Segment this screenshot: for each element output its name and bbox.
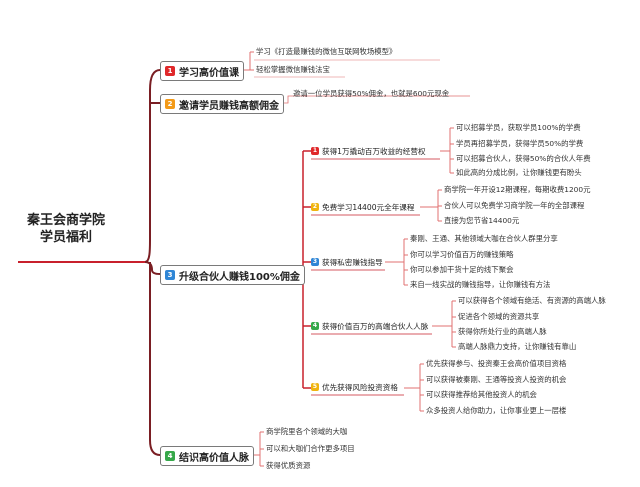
leaf-item: 你可以参加干货十足的线下聚会 <box>410 265 514 274</box>
number-badge-icon: 1 <box>165 66 175 76</box>
leaf-item: 可以获得推荐给其他投资人的机会 <box>426 390 537 399</box>
leaf-item: 优先获得参与、投资秦王会高价值项目资格 <box>426 359 567 368</box>
branch-label: 邀请学员赚钱高额佣金 <box>179 100 279 112</box>
branch-connector <box>144 69 161 263</box>
leaf-item: 可以招募合伙人，获得50%的合伙人年费 <box>456 154 591 163</box>
leaf-item: 获得优质资源 <box>266 461 311 470</box>
leaf-item: 合伙人可以免费学习商学院一年的全部课程 <box>444 201 585 210</box>
number-badge-icon: 2 <box>311 203 319 211</box>
sub-label: 免费学习14400元全年课程 <box>322 202 415 212</box>
number-badge-icon: 1 <box>311 147 319 155</box>
branch-label: 结识高价值人脉 <box>179 452 249 464</box>
branch-node-1: 1 学习高价值课 <box>160 61 244 81</box>
number-badge-icon: 3 <box>165 270 175 280</box>
leaf-item: 获得你所处行业的高端人脉 <box>458 327 547 336</box>
leaf-item: 商学院一年开设12期课程，每期收费1200元 <box>444 185 591 194</box>
leaf-item: 来自一线实战的赚钱指导，让你赚钱有方法 <box>410 280 551 289</box>
leaf-item: 可以招募学员，获取学员100%的学费 <box>456 123 581 132</box>
leaf-item: 促进各个领域的资源共享 <box>458 312 540 321</box>
number-badge-icon: 4 <box>311 322 319 330</box>
leaf-item: 商学院里各个领域的大咖 <box>266 427 348 436</box>
sub-label: 获得1万撬动百万收益的经营权 <box>322 146 426 156</box>
leaf-item: 直接为您节省14400元 <box>444 216 520 225</box>
sub-node-2: 2 免费学习14400元全年课程 <box>311 200 415 214</box>
sub-node-1: 1 获得1万撬动百万收益的经营权 <box>311 144 426 158</box>
leaf-item: 如此高的分成比例，让你赚钱更有盼头 <box>456 168 582 177</box>
branch-connector <box>149 262 161 456</box>
number-badge-icon: 4 <box>165 451 175 461</box>
leaf-item: 你可以学习价值百万的赚钱策略 <box>410 250 514 259</box>
root-title: 秦王会商学院 <box>26 213 105 228</box>
leaf-item: 学员再招募学员，获得学员50%的学费 <box>456 139 584 148</box>
branch-node-2: 2 邀请学员赚钱高额佣金 <box>160 94 284 114</box>
sub-label: 获得价值百万的高端合伙人人脉 <box>322 321 429 331</box>
leaf-item: 学习《打造最赚钱的微信互联网牧场模型》 <box>256 47 397 56</box>
leaf-item: 邀请一位学员获得50%佣金，也就是600元现金 <box>293 89 450 98</box>
leaf-item: 可以获得被秦刚、王通等投资人投资的机会 <box>426 375 567 384</box>
root-subtitle: 学员福利 <box>39 230 92 245</box>
branch-node-3: 3 升级合伙人赚钱100%佣金 <box>160 265 305 285</box>
sub-node-3: 3 获得私密赚钱指导 <box>311 255 383 269</box>
sub-label: 优先获得风险投资资格 <box>322 382 398 392</box>
leaf-item: 可以和大咖们合作更多项目 <box>266 444 355 453</box>
sub-node-5: 5 优先获得风险投资资格 <box>311 380 398 394</box>
leaf-item: 众多投资人给你助力，让你事业更上一层楼 <box>426 406 567 415</box>
number-badge-icon: 5 <box>311 383 319 391</box>
sub-node-4: 4 获得价值百万的高端合伙人人脉 <box>311 319 428 333</box>
branch-label: 学习高价值课 <box>179 67 239 79</box>
branch-node-4: 4 结识高价值人脉 <box>160 446 254 466</box>
number-badge-icon: 2 <box>165 99 175 109</box>
leaf-item: 可以获得各个领域有绝活、有资源的高端人脉 <box>458 296 606 305</box>
leaf-item: 高端人脉鼎力支持，让你赚钱有靠山 <box>458 342 577 351</box>
branch-label: 升级合伙人赚钱100%佣金 <box>179 271 300 283</box>
sub-label: 获得私密赚钱指导 <box>322 257 383 267</box>
leaf-item: 轻松掌握微信赚钱法宝 <box>256 65 330 74</box>
number-badge-icon: 3 <box>311 258 319 266</box>
leaf-item: 秦刚、王通、其他领域大咖在合伙人群里分享 <box>410 234 558 243</box>
root-node: 秦王会商学院 学员福利 <box>10 212 122 246</box>
branch-connector <box>144 261 161 275</box>
